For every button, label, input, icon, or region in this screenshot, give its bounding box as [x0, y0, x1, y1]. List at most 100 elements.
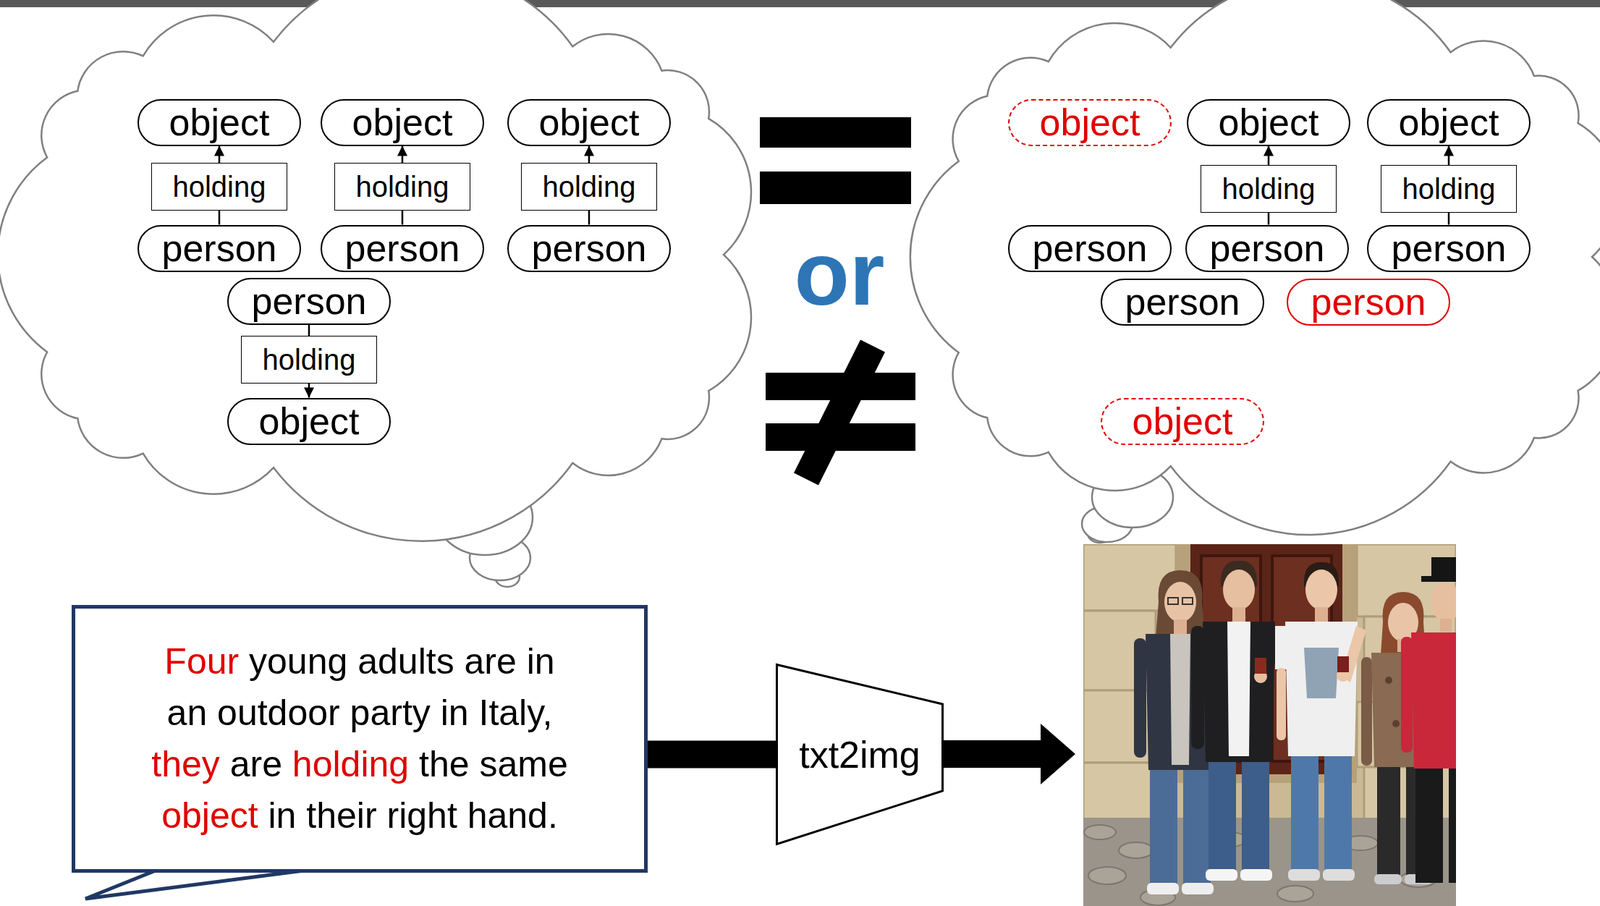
- prompt-box: Four young adults are in an outdoor part…: [71, 604, 648, 873]
- prompt-word: [219, 743, 231, 785]
- person-figure: [1337, 656, 1349, 673]
- person-figure: [1305, 569, 1338, 611]
- prompt-word: an: [167, 692, 208, 734]
- relation-link: [1448, 146, 1451, 166]
- prompt-word: Italy,: [479, 692, 553, 734]
- node-label: object: [1218, 103, 1320, 142]
- person-figure: [1173, 619, 1187, 634]
- prompt-word: in: [526, 641, 556, 682]
- person-figure: [1374, 874, 1402, 885]
- relation-link: [401, 146, 404, 164]
- node-label: object: [539, 103, 640, 142]
- not-equal-sign: [765, 345, 916, 480]
- prompt-word: [206, 692, 218, 734]
- prompt-word: are: [464, 641, 517, 682]
- person-figure: [1314, 607, 1328, 622]
- prompt-word: they: [151, 743, 220, 785]
- relation-link: [1267, 212, 1271, 226]
- node-label: object: [1398, 103, 1500, 142]
- prompt-word: party: [350, 692, 431, 734]
- person-figure: [1149, 769, 1178, 885]
- missing-node: object: [1100, 398, 1265, 446]
- person-figure: [1183, 769, 1211, 885]
- entity-node: person: [1008, 225, 1172, 273]
- person-figure: [1285, 621, 1358, 757]
- relation-box: holding: [240, 335, 378, 384]
- person-figure: [1288, 869, 1320, 881]
- person-figure: [1208, 762, 1237, 871]
- relation-link: [1267, 146, 1271, 166]
- person-figure: [1385, 676, 1393, 684]
- prompt-word: in: [268, 795, 297, 836]
- generated-photo: [1084, 824, 1116, 840]
- person-figure: [1430, 582, 1456, 622]
- prompt-word: [347, 641, 358, 682]
- person-figure: [1415, 768, 1443, 883]
- prompt-word: [454, 641, 465, 682]
- person-figure: [1431, 557, 1456, 578]
- thought-cloud: [0, 0, 752, 542]
- entity-node: object: [227, 398, 391, 446]
- prompt-word: [282, 743, 293, 785]
- output-arrow: [942, 723, 1076, 785]
- entity-node: person: [137, 225, 302, 273]
- person-figure: [1202, 621, 1276, 763]
- speech-tail: [85, 870, 304, 899]
- equals-sign: [759, 171, 912, 205]
- output-arrow: [942, 740, 1043, 768]
- person-figure: [1146, 882, 1179, 895]
- person-figure: [1400, 557, 1456, 883]
- trapezoid-outline: [777, 665, 943, 845]
- node-label: object: [259, 402, 360, 440]
- node-label: holding: [1221, 174, 1315, 204]
- connector-word: or: [794, 227, 886, 319]
- person-figure: [1254, 657, 1267, 674]
- node-label: txt2img: [798, 735, 921, 774]
- node-label: person: [1032, 229, 1148, 268]
- node-label: person: [251, 282, 367, 320]
- node-label: holding: [1401, 174, 1496, 204]
- person-figure: [1205, 869, 1238, 881]
- person-figure: [1133, 638, 1147, 758]
- entity-node: object: [1366, 99, 1531, 147]
- prompt-word: [457, 795, 468, 836]
- entity-node: person: [1100, 278, 1265, 326]
- equals-sign: [759, 117, 912, 148]
- node-label: object: [1132, 402, 1234, 440]
- entity-node: object: [137, 99, 302, 147]
- person-figure: [1411, 632, 1456, 769]
- relation-box: holding: [1380, 164, 1517, 213]
- entity-node: object: [507, 99, 671, 147]
- person-figure: [1181, 882, 1214, 895]
- person-figure: [1182, 597, 1193, 605]
- person-figure: [1377, 767, 1401, 876]
- prompt-word: [340, 692, 351, 734]
- prompt-word: object: [161, 795, 258, 836]
- person-figure: [1392, 720, 1400, 728]
- generated-photo: [1083, 544, 1456, 906]
- relation-link: [218, 146, 221, 164]
- entity-node: person: [507, 225, 671, 273]
- node-label: holding: [261, 345, 356, 375]
- thought-cloud: [0, 0, 1600, 542]
- generated-photo: [1083, 544, 1456, 906]
- prompt-word: right: [387, 795, 458, 836]
- relation-link: [218, 210, 221, 226]
- person-figure: [1222, 569, 1255, 611]
- prompt-word: [430, 692, 441, 734]
- missing-node: object: [1008, 99, 1172, 147]
- relation-link: [588, 210, 591, 226]
- person-figure: [1400, 636, 1413, 753]
- node-label: object: [352, 103, 454, 142]
- person-figure: [1275, 562, 1367, 881]
- person-figure: [1275, 625, 1287, 670]
- node-label: person: [162, 229, 278, 268]
- prompt-word: [258, 795, 269, 836]
- entity-node: object: [320, 99, 485, 147]
- relation-link: [401, 210, 404, 226]
- person-figure: [1440, 618, 1452, 632]
- node-label: person: [345, 229, 461, 268]
- equals-sign: [759, 117, 912, 205]
- prompt-word: Four: [164, 641, 239, 682]
